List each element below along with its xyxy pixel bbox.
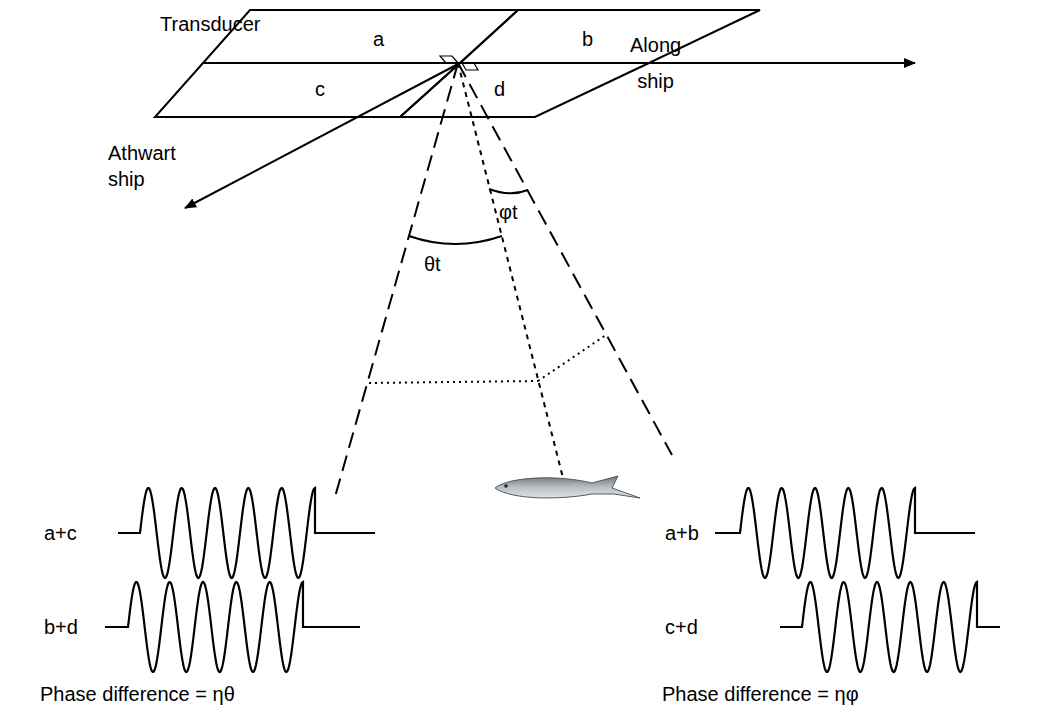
transducer-quadrant: d (400, 63, 649, 117)
projection-line (369, 381, 538, 383)
right-angle-mark (462, 63, 478, 70)
transducer-quadrant: c (155, 63, 460, 117)
quadrant-letter: b (582, 27, 593, 51)
projection-line (538, 335, 606, 381)
signal-name: a+b (665, 521, 699, 545)
quadrant-letter: a (373, 27, 384, 51)
waveform (715, 488, 975, 578)
right-angle-mark (440, 56, 458, 63)
quadrant-letter: c (315, 77, 325, 101)
part-label: Transducer (160, 12, 260, 36)
angle-label: φt (499, 200, 518, 224)
beam-edge (458, 63, 672, 455)
angle-arc (489, 189, 528, 193)
axis-label: Athwart ship (108, 140, 176, 192)
signal-name: a+c (44, 521, 77, 545)
quadrant-outline (400, 63, 649, 117)
athwart-ship-axis (185, 63, 460, 208)
quadrant-outline (155, 63, 460, 117)
beam-edge (335, 63, 458, 497)
quadrant-letter: d (494, 77, 505, 101)
waveform (118, 488, 375, 578)
waveform (780, 582, 1000, 672)
signal-name: b+d (44, 615, 78, 639)
phase-note: Phase difference = ηθ (40, 682, 235, 706)
quadrant-outline (460, 10, 760, 63)
axis-label: Along ship (630, 27, 681, 99)
target-line (458, 63, 563, 478)
signal-name: c+d (665, 615, 698, 639)
quadrant-outline (155, 63, 460, 117)
transducer-quadrant: b (460, 10, 760, 63)
angle-arc (409, 236, 502, 244)
waveform (105, 582, 360, 672)
phase-note: Phase difference = ηφ (662, 682, 859, 706)
quadrant-outline (400, 63, 649, 117)
angle-label: θt (424, 252, 441, 276)
quadrant-outline (460, 10, 760, 63)
fish (495, 476, 640, 498)
